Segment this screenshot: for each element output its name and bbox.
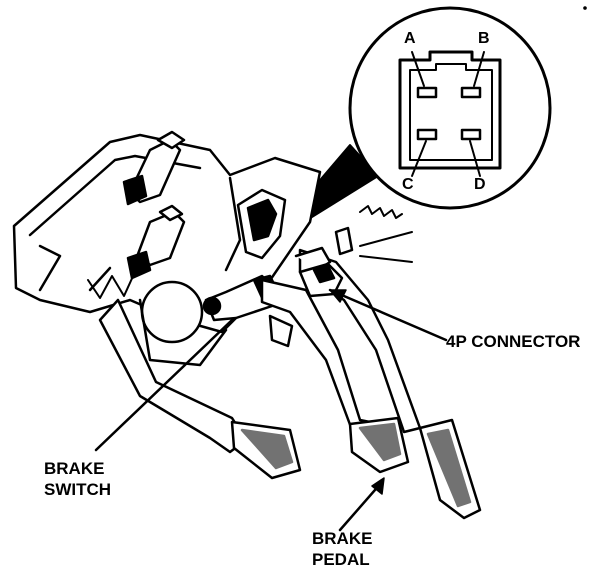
brake-switch-label-line1: BRAKE: [44, 459, 105, 478]
pin-d-terminal: [460, 128, 482, 141]
pedal-leader: [338, 480, 384, 532]
pedal-arrowhead: [371, 477, 385, 495]
connector-face: [398, 50, 502, 177]
connector-plug: [298, 262, 344, 298]
pin-c-terminal: [416, 128, 438, 141]
cruise-switches: [122, 130, 186, 280]
pin-label-a: A: [404, 30, 416, 47]
pin-label-d: D: [474, 176, 486, 193]
connector-leader: [328, 288, 448, 342]
brake-switch-label-line2: SWITCH: [44, 480, 112, 499]
pin-label-c: C: [402, 176, 414, 193]
switch-leader: [94, 318, 234, 452]
left-pedal: [98, 298, 302, 480]
brake-pedal-label-line2: PEDAL: [312, 550, 370, 569]
pin-b-terminal: [460, 86, 482, 99]
brake-pedal: [260, 278, 410, 474]
connector-label: 4P CONNECTOR: [446, 332, 581, 351]
connector-arrowhead: [329, 289, 347, 303]
pin-a-terminal: [416, 86, 438, 99]
brake-pedal-label-line1: BRAKE: [312, 529, 373, 548]
brake-switch-label: BRAKE SWITCH: [44, 458, 111, 500]
brake-pedal-label: BRAKE PEDAL: [312, 528, 372, 570]
registration-mark: [583, 6, 587, 10]
pin-label-b: B: [478, 30, 490, 47]
